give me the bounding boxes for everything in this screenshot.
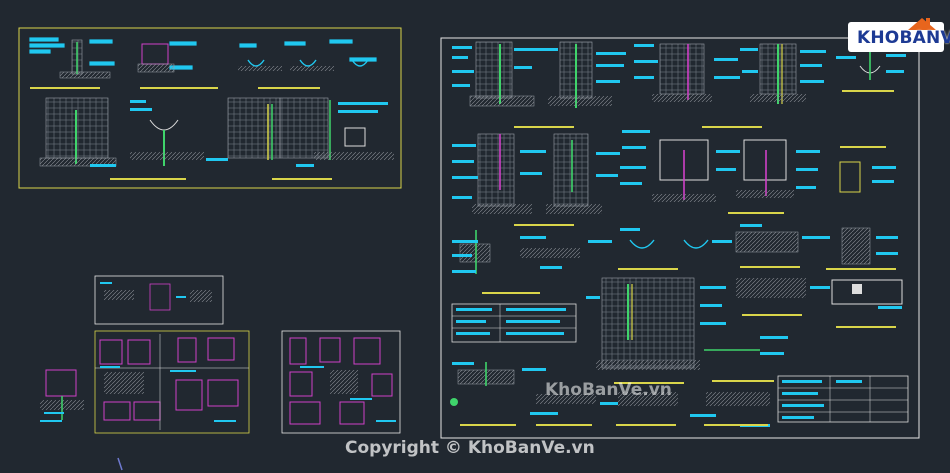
- isolated-detail: [40, 369, 84, 422]
- wall-fixtures-sheet: [18, 27, 402, 189]
- section-detail-sheet: [281, 330, 401, 434]
- quantity-table-left: [451, 303, 577, 343]
- khobanve-logo: [848, 18, 944, 52]
- small-detail-sheet: [94, 275, 224, 325]
- logo-text: KHOBANVE: [857, 28, 950, 48]
- watermark-text: KhoBanVe.vn: [545, 380, 672, 400]
- quantity-table-right: [777, 375, 909, 423]
- main-sanitary-details-sheet: [440, 37, 920, 439]
- pipe-riser-sheet: [94, 330, 250, 434]
- crosshair-cursor-icon: [117, 457, 123, 471]
- copyright-text: Copyright © KhoBanVe.vn: [345, 438, 595, 458]
